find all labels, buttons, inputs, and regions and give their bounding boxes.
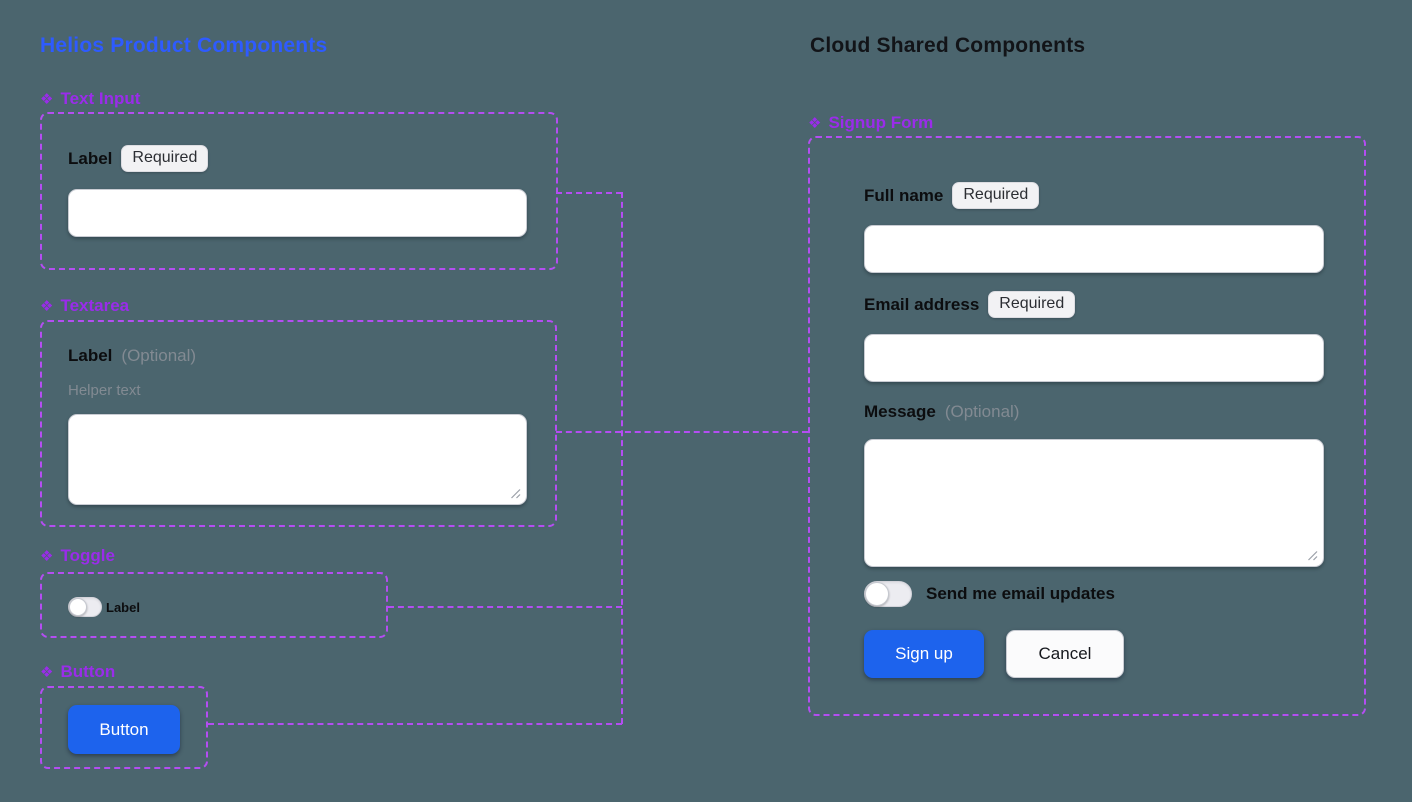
required-badge: Required (121, 145, 209, 172)
textarea-field[interactable] (68, 414, 527, 505)
toggle-knob (69, 598, 87, 616)
component-diamond-icon: ❖ (40, 297, 54, 315)
connector-text-input-branch (556, 192, 622, 194)
connector-trunk (621, 192, 623, 724)
component-diamond-icon: ❖ (808, 114, 822, 132)
email-input[interactable] (864, 334, 1324, 382)
textarea-component-frame: Label (Optional) Helper text (40, 320, 557, 527)
component-tag-label: Button (60, 662, 116, 681)
toggle-component-frame: Label (40, 572, 388, 638)
field-label: Full name (864, 185, 944, 205)
textarea-wrapper (68, 414, 527, 505)
component-tag-label: Toggle (60, 546, 115, 565)
helper-text: Helper text (68, 382, 141, 399)
component-diamond-icon: ❖ (40, 547, 54, 565)
email-updates-toggle[interactable] (864, 581, 912, 607)
component-tag-label: Signup Form (828, 113, 934, 132)
helios-panel-title: Helios Product Components (40, 34, 328, 57)
field-label: Label (68, 148, 113, 168)
component-tag-signup-form: ❖ Signup Form (808, 113, 933, 133)
component-diamond-icon: ❖ (40, 663, 54, 681)
field-label: Email address (864, 294, 980, 314)
signup-button[interactable]: Sign up (864, 630, 984, 678)
required-badge: Required (988, 291, 1076, 318)
connector-textarea-to-form (556, 431, 808, 433)
required-badge: Required (952, 182, 1040, 209)
full-name-input[interactable] (864, 225, 1324, 273)
optional-suffix: (Optional) (944, 402, 1020, 421)
message-textarea-wrapper (864, 439, 1324, 567)
signup-form-frame: Full name Required Email address Require… (808, 136, 1366, 716)
textarea-label-row: Label (Optional) (68, 346, 196, 366)
toggle-label: Label (106, 600, 140, 615)
cloud-panel-title: Cloud Shared Components (810, 34, 1086, 57)
component-tag-label: Text Input (60, 89, 141, 108)
button-component-frame: Button (40, 686, 208, 769)
component-diamond-icon: ❖ (40, 90, 54, 108)
component-tag-button: ❖ Button (40, 662, 115, 682)
field-label: Label (68, 346, 113, 365)
full-name-label-row: Full name Required (864, 182, 1040, 209)
connector-button-branch (208, 723, 622, 725)
component-tag-text-input: ❖ Text Input (40, 89, 140, 109)
toggle-knob (865, 582, 889, 606)
email-label-row: Email address Required (864, 291, 1076, 318)
text-input-label-row: Label Required (68, 145, 209, 172)
email-updates-label: Send me email updates (926, 584, 1115, 603)
message-label-row: Message (Optional) (864, 402, 1019, 422)
primary-button[interactable]: Button (68, 705, 180, 754)
message-textarea[interactable] (864, 439, 1324, 567)
optional-suffix: (Optional) (121, 346, 197, 365)
field-label: Message (864, 402, 936, 421)
cancel-button[interactable]: Cancel (1006, 630, 1124, 678)
text-input-field[interactable] (68, 189, 527, 237)
component-tag-toggle: ❖ Toggle (40, 546, 115, 566)
connector-toggle-branch (388, 606, 622, 608)
text-input-component-frame: Label Required (40, 112, 558, 270)
toggle-switch[interactable] (68, 597, 102, 617)
component-tag-textarea: ❖ Textarea (40, 296, 129, 316)
component-tag-label: Textarea (60, 296, 130, 315)
